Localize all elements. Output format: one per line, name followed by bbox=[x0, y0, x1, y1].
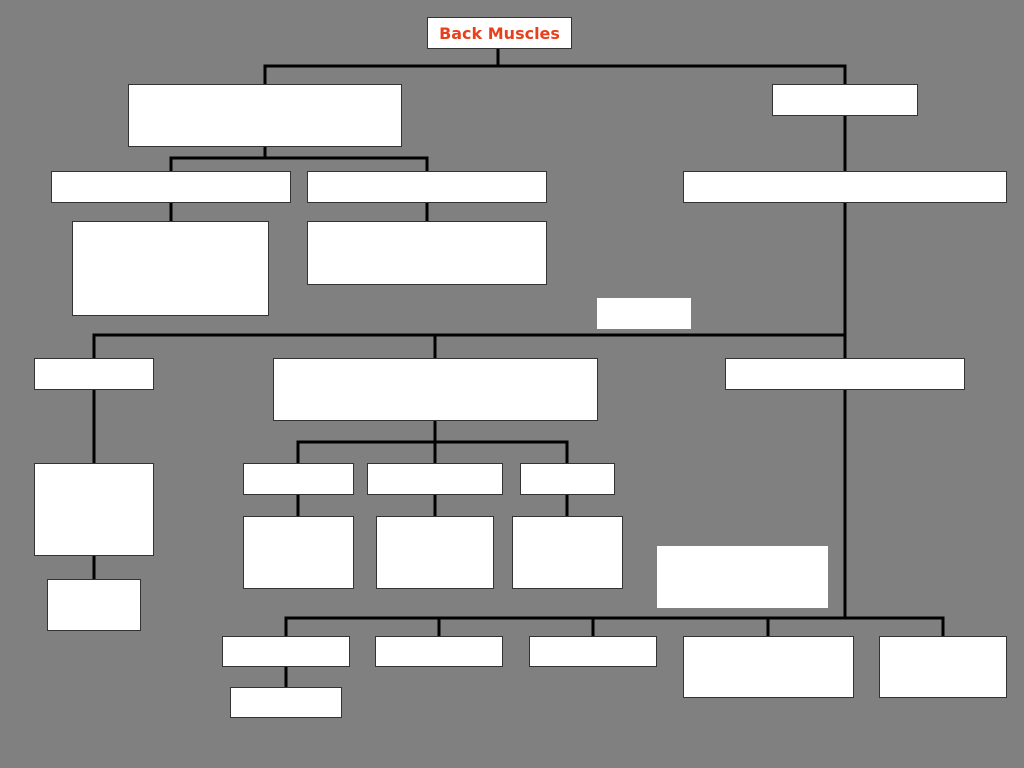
diagram-node[interactable] bbox=[772, 84, 918, 116]
diagram-node[interactable] bbox=[367, 463, 503, 495]
diagram-node[interactable] bbox=[512, 516, 623, 589]
floating-label-box[interactable] bbox=[657, 546, 828, 608]
diagram-node[interactable] bbox=[307, 171, 547, 203]
diagram-node[interactable] bbox=[879, 636, 1007, 698]
diagram-node[interactable] bbox=[72, 221, 269, 316]
diagram-node[interactable] bbox=[520, 463, 615, 495]
diagram-node[interactable] bbox=[376, 516, 494, 589]
diagram-node[interactable] bbox=[222, 636, 350, 667]
diagram-node[interactable] bbox=[128, 84, 402, 147]
diagram-node[interactable] bbox=[683, 636, 854, 698]
diagram-node[interactable] bbox=[273, 358, 598, 421]
diagram-node[interactable] bbox=[243, 516, 354, 589]
diagram-node[interactable] bbox=[243, 463, 354, 495]
diagram-node[interactable] bbox=[725, 358, 965, 390]
floating-label-box[interactable] bbox=[597, 298, 691, 329]
diagram-node[interactable] bbox=[375, 636, 503, 667]
diagram-node[interactable] bbox=[230, 687, 342, 718]
diagram-node[interactable] bbox=[51, 171, 291, 203]
diagram-node[interactable] bbox=[47, 579, 141, 631]
diagram-node[interactable] bbox=[307, 221, 547, 285]
title-box: Back Muscles bbox=[427, 17, 572, 49]
diagram-node[interactable] bbox=[34, 463, 154, 556]
diagram-title: Back Muscles bbox=[439, 23, 560, 43]
diagram-node[interactable] bbox=[683, 171, 1007, 203]
diagram-node[interactable] bbox=[34, 358, 154, 390]
diagram-node[interactable] bbox=[529, 636, 657, 667]
